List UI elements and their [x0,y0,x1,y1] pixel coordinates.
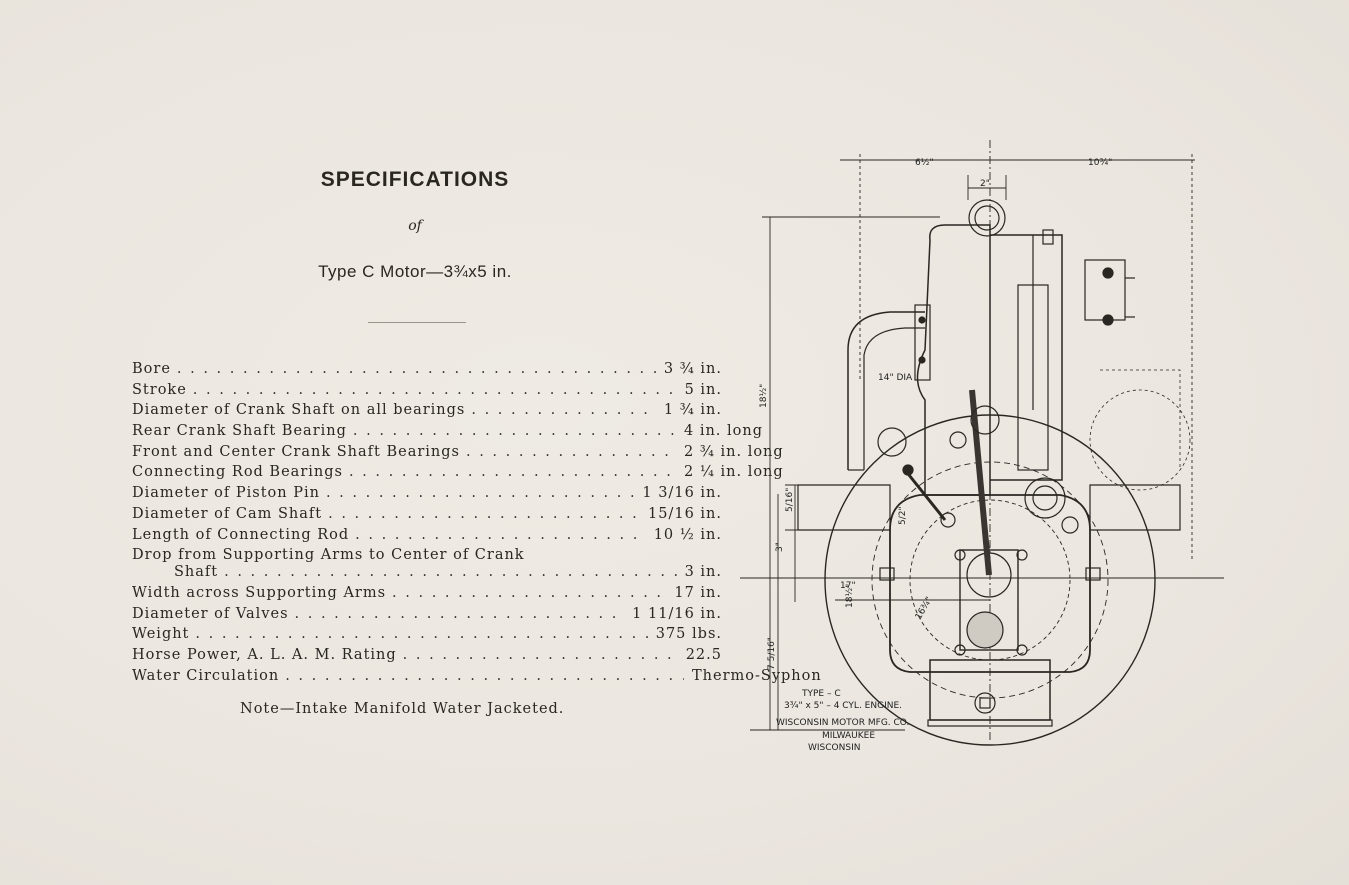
spec-label: Weight [132,626,190,643]
spec-row: Connecting Rod Bearings . . . . . . . . .… [132,462,783,483]
spec-row: Horse Power, A. L. A. M. Rating . . . . .… [132,645,721,666]
leader-dots: . . . . . . . . . . . . . . . . . . . . … [285,667,684,684]
spec-value: 4 in. long [684,423,764,440]
caption-line-2: 3¾" x 5" – 4 CYL. ENGINE. [784,701,902,711]
spec-value: 10 ½ in. [653,526,722,543]
spec-value: 5 in. [684,381,722,398]
spec-row: Drop from Supporting Arms to Center of C… [132,545,712,563]
dim-top-left: 6½" [915,158,934,168]
spec-label: Diameter of Cam Shaft [132,505,323,522]
engine-drawing: 6½" 10¾" 2" 14" DIA 18½" 7 5/16" 5/16" 3… [740,140,1224,753]
spec-value: 3 in. [684,564,722,581]
spec-row: Diameter of Cam Shaft . . . . . . . . . .… [132,504,721,525]
spec-row: Diameter of Piston Pin . . . . . . . . . … [132,483,721,504]
spec-label: Diameter of Piston Pin [132,485,320,502]
motor-subtitle: Type C Motor—3¾x5 in. [318,262,512,281]
page-title: SPECIFICATIONS [320,168,510,191]
caption-line-3: WISCONSIN MOTOR MFG. CO. [776,718,909,728]
caption-line-1: TYPE – C [801,689,841,699]
leader-dots: . . . . . . . . . . . . . . . . . . . . … [471,402,656,419]
dim-left-bottom: 7 5/16" [767,637,777,670]
spec-row: Water Circulation . . . . . . . . . . . .… [132,666,821,687]
leader-dots: . . . . . . . . . . . . . . . . . . . . … [224,564,676,581]
dim-width: 17" [840,581,856,591]
spec-label: Bore [132,361,171,377]
leader-dots: . . . . . . . . . . . . . . . . . . . . … [392,584,666,601]
dim-left-small: 5/16" [785,488,795,512]
of-word: of [408,218,422,234]
leader-dots: . . . . . . . . . . . . . . . . . . . . … [195,626,647,643]
leader-dots: . . . . . . . . . . . . . . . . . . . . … [325,485,634,502]
spec-label: Connecting Rod Bearings [132,464,343,481]
specifications-list: Bore . . . . . . . . . . . . . . . . . . … [132,359,821,687]
spec-label: Length of Connecting Rod [132,526,350,543]
spec-label: Stroke [132,381,187,398]
title-divider [368,322,466,323]
spec-value: 15/16 in. [648,505,722,522]
spec-value: Thermo-Syphon [692,667,822,684]
footnote: Note—Intake Manifold Water Jacketed. [240,701,565,717]
caption-line-4: MILWAUKEE [822,731,875,741]
spec-label: Drop from Supporting Arms to Center of C… [132,547,525,564]
spec-label: Horse Power, A. L. A. M. Rating [132,646,397,663]
spec-value: 2 ¼ in. long [684,464,784,481]
leader-dots: . . . . . . . . . . . . . . . . . . . . … [294,605,625,622]
spec-label: Rear Crank Shaft Bearing [132,423,347,440]
spec-value: 17 in. [674,584,722,601]
spec-value: 3 ¾ in. [663,361,722,377]
leader-dots: . . . . . . . . . . . . . . . . . . . . … [328,505,640,522]
dim-circle: 16¾" [914,595,935,621]
spec-value: 375 lbs. [655,626,722,643]
spec-row-continuation: Shaft . . . . . . . . . . . . . . . . . .… [132,562,721,583]
dim-top-small: 2" [980,179,990,189]
spec-row: Bore . . . . . . . . . . . . . . . . . . … [132,359,721,380]
dim-bore: 14" DIA [878,373,913,383]
leader-dots: . . . . . . . . . . . . . . . . . . . . … [355,526,646,543]
drawing-caption: TYPE – C 3¾" x 5" – 4 CYL. ENGINE. WISCO… [776,689,909,753]
leader-dots: . . . . . . . . . . . . . . . . . . . . … [176,361,656,377]
leader-dots: . . . . . . . . . . . . . . . . . . . . … [192,381,677,398]
spec-value: 1 ¾ in. [663,402,722,419]
leader-dots: . . . . . . . . . . . . . . . . . . . . … [348,464,676,481]
spec-label: Diameter of Crank Shaft on all bearings [132,402,466,419]
spec-value: 22.5 [685,646,722,663]
leader-dots: . . . . . . . . . . . . . . . . . . . . … [352,423,676,440]
dim-left-tall: 18½" [759,384,769,408]
caption-line-5: WISCONSIN [808,743,860,753]
leader-dots: . . . . . . . . . . . . . . . . . . . . … [465,443,676,460]
spec-row: Rear Crank Shaft Bearing . . . . . . . . … [132,421,762,442]
spec-row: Diameter of Valves . . . . . . . . . . . … [132,604,721,625]
spec-label-continuation: Shaft [174,564,219,581]
dim-half-width: 18½" [845,584,855,608]
spec-row: Width across Supporting Arms . . . . . . … [132,583,721,604]
dim-top-right: 10¾" [1088,158,1112,168]
spec-row: Length of Connecting Rod . . . . . . . . … [132,525,721,546]
spec-row: Front and Center Crank Shaft Bearings . .… [132,442,783,463]
dim-left-mid: 3" [775,542,785,552]
spec-value: 2 ¾ in. long [684,443,784,460]
spec-row: Diameter of Crank Shaft on all bearings.… [132,400,721,421]
engine-body [797,199,1191,746]
spec-row: Weight . . . . . . . . . . . . . . . . . … [132,624,721,645]
leader-dots: . . . . . . . . . . . . . . . . . . . . … [402,646,678,663]
spec-label: Front and Center Crank Shaft Bearings [132,443,460,460]
spec-label: Diameter of Valves [132,605,289,622]
spec-value: 1 3/16 in. [642,485,722,502]
spec-label: Width across Supporting Arms [132,584,387,601]
spec-label: Water Circulation [132,667,280,684]
dim-stroke: 5/2" [898,506,908,525]
spec-row: Stroke . . . . . . . . . . . . . . . . . … [132,380,721,401]
spec-value: 1 11/16 in. [632,605,722,622]
